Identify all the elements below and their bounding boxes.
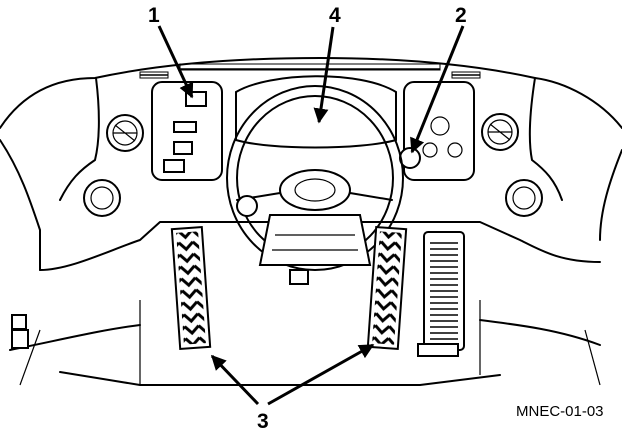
callout-1: 1 xyxy=(148,4,160,27)
callout-4: 4 xyxy=(329,4,341,27)
accelerator-pedal xyxy=(417,231,465,357)
defrost-vent xyxy=(139,63,481,79)
steering-column xyxy=(258,214,372,285)
callout-3: 3 xyxy=(257,410,269,433)
air-vent-lower-left xyxy=(83,179,121,217)
brake-pedal-left xyxy=(170,226,212,350)
brake-pedal-right xyxy=(366,226,408,350)
figure-id: MNEC-01-03 xyxy=(516,403,604,420)
air-vent-left xyxy=(106,114,144,152)
air-vent-right xyxy=(481,113,519,151)
dashboard-body xyxy=(0,57,622,386)
gauge-panel-right xyxy=(399,81,475,181)
callout-2: 2 xyxy=(455,4,467,27)
air-vent-lower-right xyxy=(505,179,543,217)
callout-leaders xyxy=(157,25,465,406)
steering-wheel xyxy=(226,85,404,271)
switch-panel-left xyxy=(151,81,223,181)
